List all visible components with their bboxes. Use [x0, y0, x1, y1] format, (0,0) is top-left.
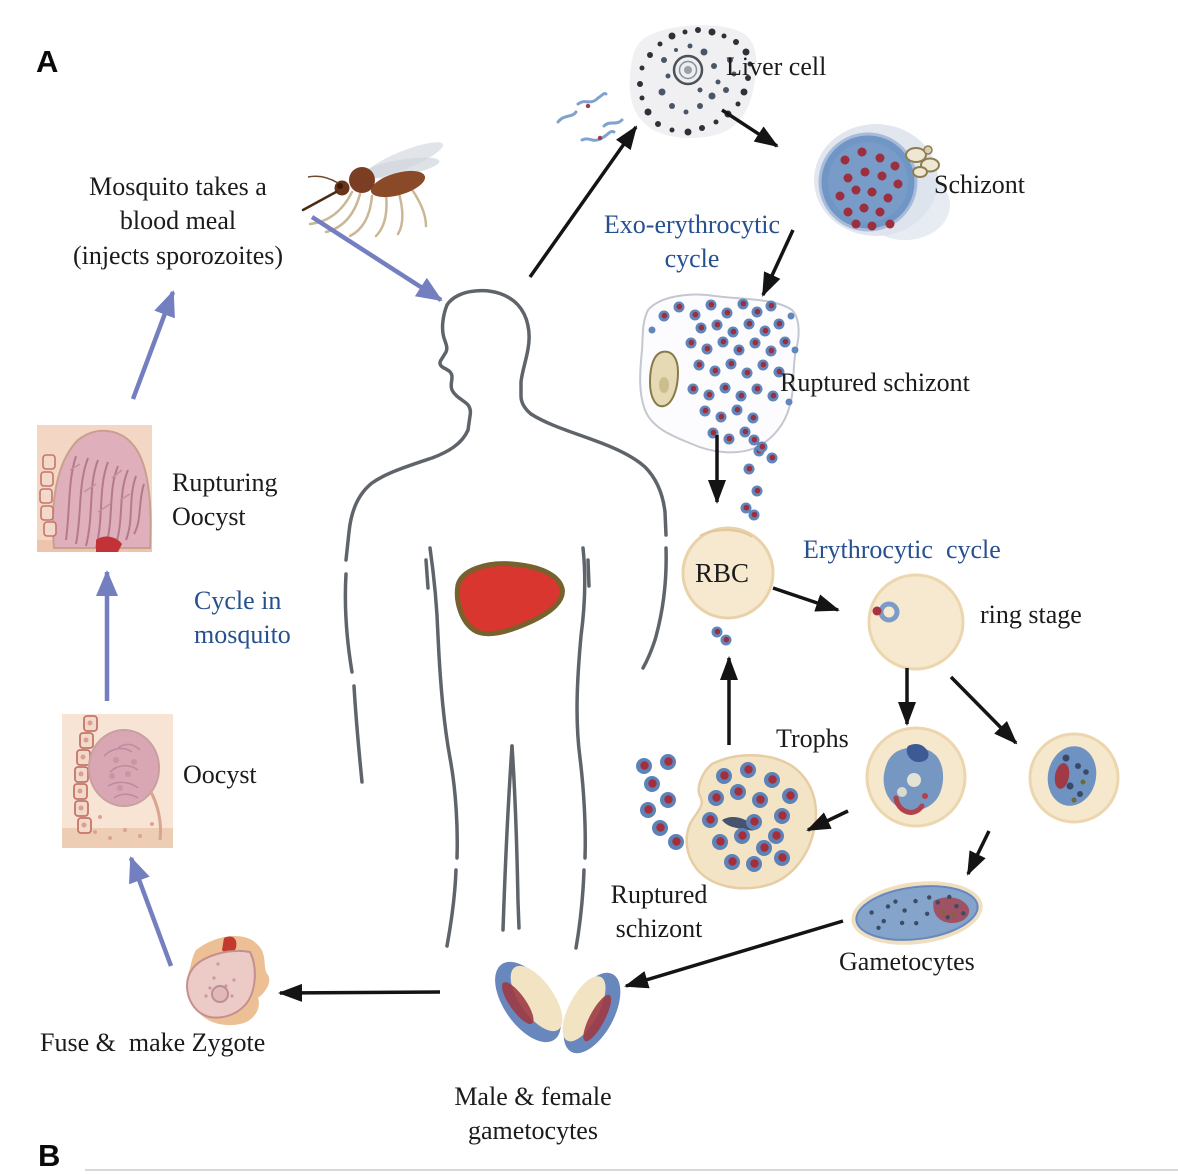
panel-b-label: B [38, 1138, 61, 1173]
rbc-icon [681, 526, 775, 620]
oocyst-label: Oocyst [183, 760, 257, 789]
arrow-rupturing-oocyst-to-mosquito [130, 290, 176, 400]
rupturing-oocyst-icon [37, 425, 152, 552]
gametocytes-label: Gametocytes [839, 947, 975, 976]
ruptured-schizont-liver-label: Ruptured schizont [780, 368, 970, 397]
schizont-label: Schizont [934, 170, 1025, 199]
exo-erythrocytic-cycle-label: Exo-erythrocytic cycle [603, 210, 781, 274]
sporozoites-icon [556, 92, 624, 142]
arrow-liver-cell-to-schizont [721, 108, 779, 148]
human-body-outline [343, 288, 668, 950]
ring-stage-icon [867, 573, 965, 671]
arrow-body-to-liver-cell [528, 125, 638, 279]
male-female-gametocytes-label: Male & female gametocytes [454, 1082, 612, 1146]
arrow-schizont-to-ruptured [761, 229, 795, 297]
liver-organ [454, 561, 565, 637]
developing-gametocyte-icon [1028, 732, 1120, 824]
merozoites [648, 298, 799, 497]
ruptured-schizont-liver-icon [639, 293, 800, 497]
arrow-troph-to-ruptured-blood [806, 809, 849, 832]
ruptured-schizont-blood-icon [636, 754, 818, 890]
arrow-rbc-to-ring-stage [772, 586, 840, 612]
arrow-developing-to-gametocyte [966, 830, 991, 876]
fuse-zygote-label: Fuse & make Zygote [40, 1028, 266, 1057]
zygote-icon [186, 935, 270, 1026]
ruptured-schizont-blood-label: Ruptured schizont [610, 880, 708, 944]
mosquito-icon [301, 142, 444, 238]
male-female-gametocytes-icon [495, 961, 621, 1054]
arrow-zygote-to-oocyst [128, 856, 174, 967]
schizont-icon [814, 124, 950, 240]
black-arrows [278, 108, 1018, 1002]
rupturing-oocyst-label: Rupturing Oocyst [172, 468, 278, 532]
ring-stage-label: ring stage [980, 600, 1082, 629]
arrow-male-female-to-zygote [278, 983, 441, 1002]
arrow-mosquito-to-human [310, 215, 443, 302]
cycle-in-mosquito-label: Cycle in mosquito [194, 586, 291, 650]
gametocyte-icon [851, 881, 983, 945]
trophs-label: Trophs [776, 724, 849, 753]
panel-b-divider [85, 1169, 1178, 1171]
trophozoite-icon [865, 726, 967, 828]
arrow-ring-to-developing [949, 675, 1018, 745]
rbc-label: RBC [695, 558, 750, 588]
mosquito-action-label: Mosquito takes a blood meal (injects spo… [72, 172, 284, 270]
erythrocytic-cycle-label: Erythrocytic cycle [803, 535, 1001, 564]
oocyst-icon [62, 714, 173, 848]
arrow-gametocytes-to-male-female [624, 919, 844, 989]
blue-arrows [96, 215, 443, 967]
panel-a-label: A [36, 44, 59, 79]
liver-cell-label: Liver cell [726, 52, 827, 81]
